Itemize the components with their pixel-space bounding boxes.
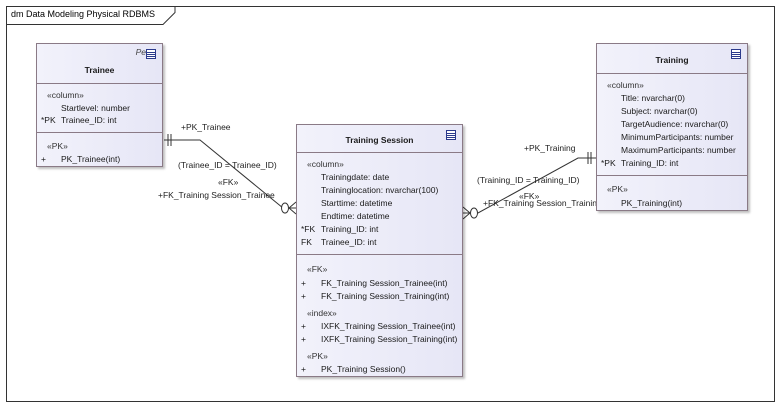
- training-session-table[interactable]: Training Session «column» Trainingdate: …: [296, 124, 463, 377]
- training-zero-mark: [470, 207, 478, 219]
- training-join-label: (Training_ID = Training_ID): [477, 175, 580, 185]
- table-icon: [446, 130, 456, 140]
- column-row: Endtime: datetime: [321, 211, 390, 221]
- column-row: Subject: nvarchar(0): [621, 106, 698, 116]
- column-key-mark: *PK: [41, 115, 56, 125]
- trainee-fk-stereotype: «FK»: [218, 177, 239, 187]
- index-stereotype: «index»: [307, 308, 337, 318]
- column-row: TargetAudience: nvarchar(0): [621, 119, 729, 129]
- column-row: Training_ID: int: [621, 158, 679, 168]
- training-columns-section: «column» Title: nvarchar(0) Subject: nva…: [597, 74, 747, 176]
- trainee-crow-1: [288, 201, 297, 209]
- operation-row: PK_Training(int): [621, 198, 683, 208]
- column-stereotype: «column»: [607, 80, 644, 90]
- operation-visibility: +: [301, 291, 306, 301]
- table-icon: [146, 49, 156, 59]
- trainee-fk-label: +FK_Training Session_Trainee: [158, 190, 275, 200]
- trainee-title: Trainee: [84, 65, 115, 75]
- pk-stereotype: «PK»: [607, 184, 628, 194]
- column-key-mark: *PK: [601, 158, 616, 168]
- column-row: Trainingdate: date: [321, 172, 390, 182]
- diagram-frame: [6, 6, 775, 402]
- operation-row: PK_Trainee(int): [61, 154, 121, 164]
- training-session-operations-section: «FK» + FK_Training Session_Trainee(int) …: [297, 255, 462, 378]
- training-crow-1: [462, 206, 471, 214]
- training-table[interactable]: Training «column» Title: nvarchar(0) Sub…: [596, 43, 748, 211]
- operation-visibility: +: [301, 278, 306, 288]
- trainee-table[interactable]: Pe Trainee «column» Startlevel: number *…: [36, 43, 163, 167]
- operation-row: FK_Training Session_Training(int): [321, 291, 450, 301]
- frame-tab-outline: [6, 6, 176, 25]
- operation-row: PK_Training Session(): [321, 364, 406, 374]
- training-session-header: Training Session: [297, 125, 462, 153]
- trainee-zero-mark: [281, 202, 289, 214]
- operation-visibility: +: [301, 321, 306, 331]
- table-icon: [731, 49, 741, 59]
- column-row: Title: nvarchar(0): [621, 93, 685, 103]
- training-title: Training: [655, 55, 689, 65]
- column-stereotype: «column»: [307, 159, 344, 169]
- diagram-title: dm Data Modeling Physical RDBMS: [11, 9, 156, 19]
- column-row: Starttime: datetime: [321, 198, 393, 208]
- training-fk-label: +FK_Training Session_Training: [483, 198, 602, 208]
- training-header: Training: [597, 44, 747, 74]
- column-row: MaximumParticipants: number: [621, 145, 736, 155]
- operation-row: IXFK_Training Session_Training(int): [321, 334, 458, 344]
- trainee-stereotype-corner: Pe: [135, 47, 146, 57]
- trainee-pk-label: +PK_Trainee: [181, 122, 231, 132]
- trainee-crow-2: [288, 207, 297, 215]
- column-key-mark: *FK: [301, 224, 316, 234]
- column-row: Trainee_ID: int: [61, 115, 117, 125]
- training-session-title: Training Session: [345, 135, 414, 145]
- trainee-header: Pe Trainee: [37, 44, 162, 84]
- trainee-columns-section: «column» Startlevel: number *PK Trainee_…: [37, 84, 162, 133]
- column-stereotype: «column»: [47, 90, 84, 100]
- fk-stereotype: «FK»: [307, 264, 328, 274]
- trainee-join-label: (Trainee_ID = Trainee_ID): [178, 160, 277, 170]
- training-fk-stereotype: «FK»: [519, 191, 540, 201]
- training-session-columns-section: «column» Trainingdate: date Trainingloca…: [297, 153, 462, 255]
- operation-visibility: +: [301, 334, 306, 344]
- training-pk-label: +PK_Training: [524, 143, 576, 153]
- operation-visibility: +: [41, 154, 46, 164]
- training-pk-section: «PK» PK_Training(int): [597, 176, 747, 212]
- column-row: MinimumParticipants: number: [621, 132, 734, 142]
- pk-stereotype: «PK»: [47, 141, 68, 151]
- column-row: Startlevel: number: [61, 103, 130, 113]
- column-row: Traininglocation: nvarchar(100): [321, 185, 439, 195]
- operation-row: FK_Training Session_Trainee(int): [321, 278, 448, 288]
- training-crow-2: [462, 212, 471, 220]
- operation-visibility: +: [301, 364, 306, 374]
- column-key-mark: FK: [301, 237, 312, 247]
- column-row: Trainee_ID: int: [321, 237, 377, 247]
- pk-stereotype: «PK»: [307, 351, 328, 361]
- operation-row: IXFK_Training Session_Trainee(int): [321, 321, 456, 331]
- column-row: Training_ID: int: [321, 224, 379, 234]
- trainee-pk-section: «PK» + PK_Trainee(int): [37, 133, 162, 168]
